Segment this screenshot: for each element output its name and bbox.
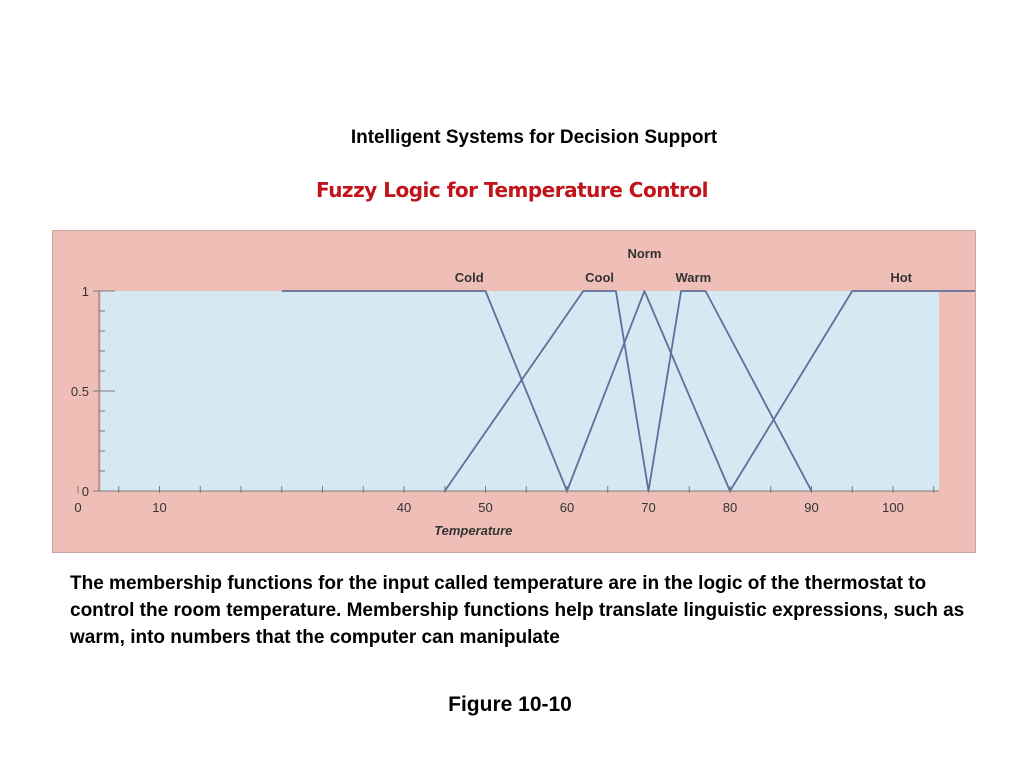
x-tick-label: 80 bbox=[723, 500, 737, 515]
series-label-warm: Warm bbox=[676, 270, 712, 285]
x-axis-label: Temperature bbox=[434, 523, 512, 538]
y-tick-label: 1 bbox=[82, 284, 89, 299]
slide-header-title: Intelligent Systems for Decision Support bbox=[350, 127, 718, 148]
series-line-cold bbox=[281, 290, 568, 492]
series-line-norm bbox=[566, 290, 731, 492]
x-tick-label: 100 bbox=[882, 500, 904, 515]
series-line-cool bbox=[444, 290, 650, 492]
x-tick-label: 40 bbox=[397, 500, 411, 515]
series-line-hot bbox=[729, 290, 975, 492]
series-line-warm bbox=[647, 290, 813, 492]
x-tick-label: 10 bbox=[152, 500, 166, 515]
y-tick-label: 0.5 bbox=[71, 384, 89, 399]
series-label-cool: Cool bbox=[585, 270, 614, 285]
chart-title: Fuzzy Logic for Temperature Control bbox=[316, 178, 708, 202]
series-label-norm: Norm bbox=[627, 246, 661, 261]
x-tick-label: 70 bbox=[641, 500, 655, 515]
series-label-cold: Cold bbox=[455, 270, 484, 285]
caption-text: The membership functions for the input c… bbox=[70, 573, 965, 648]
x-tick-label: 0 bbox=[74, 500, 81, 515]
y-tick-label: 0 bbox=[82, 484, 89, 499]
x-tick-label: 50 bbox=[478, 500, 492, 515]
x-tick-label: 90 bbox=[804, 500, 818, 515]
x-tick-label: 60 bbox=[560, 500, 574, 515]
series-label-hot: Hot bbox=[890, 270, 912, 285]
figure-label: Figure 10-10 bbox=[448, 693, 572, 716]
plot-area bbox=[101, 291, 939, 491]
